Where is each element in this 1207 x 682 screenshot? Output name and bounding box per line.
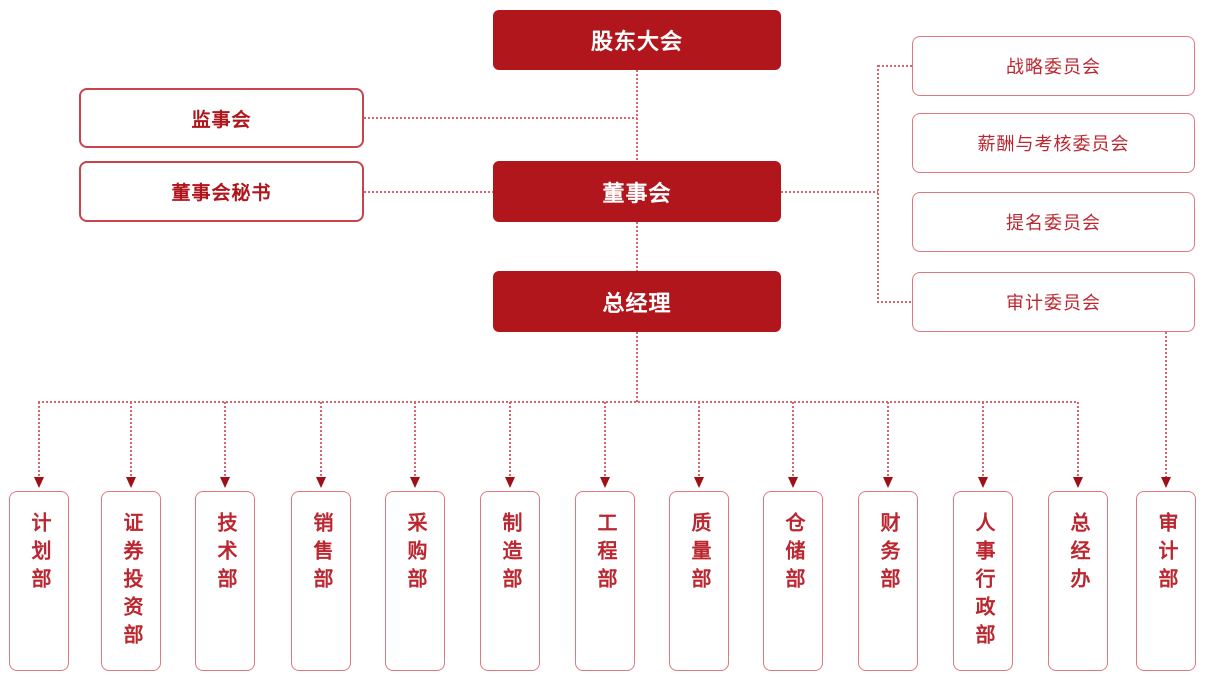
node-audit-committee: 审计委员会 (912, 272, 1195, 332)
connector-department-bus (38, 401, 1078, 403)
node-label: 质量部 (688, 512, 710, 596)
arrowhead (316, 477, 326, 488)
node-dept-quality: 质量部 (669, 491, 729, 671)
connector-drop-quality (698, 402, 700, 477)
node-dept-sales: 销售部 (291, 491, 351, 671)
node-dept-securities-investment: 证券投资部 (101, 491, 161, 671)
connector-drop-purchasing (414, 402, 416, 477)
arrowhead (220, 477, 230, 488)
arrowhead (126, 477, 136, 488)
arrowhead (600, 477, 610, 488)
node-board-of-directors: 董事会 (493, 161, 781, 222)
connector-audit-committee-to-audit-dept (1165, 332, 1167, 477)
node-dept-engineering: 工程部 (575, 491, 635, 671)
connector-drop-securities (130, 402, 132, 477)
node-label: 财务部 (877, 512, 899, 596)
connector-board-to-gm (636, 222, 638, 271)
node-strategy-committee: 战略委员会 (912, 36, 1195, 96)
connector-stub-audit-committee (877, 301, 912, 303)
node-dept-warehousing: 仓储部 (763, 491, 823, 671)
node-nomination-committee: 提名委员会 (912, 192, 1195, 252)
connector-committee-trunk (877, 65, 879, 302)
arrowhead (410, 477, 420, 488)
arrowhead (34, 477, 44, 488)
node-compensation-committee: 薪酬与考核委员会 (912, 113, 1195, 173)
node-label: 工程部 (594, 512, 616, 596)
arrowhead (883, 477, 893, 488)
node-label: 董事会 (602, 180, 672, 206)
node-dept-gm-office: 总经办 (1048, 491, 1108, 671)
node-dept-planning: 计划部 (9, 491, 69, 671)
node-label: 总经办 (1067, 512, 1089, 596)
node-label: 仓储部 (782, 512, 804, 596)
node-dept-manufacturing: 制造部 (480, 491, 540, 671)
connector-drop-technology (224, 402, 226, 477)
node-label: 审计部 (1155, 512, 1177, 596)
node-label: 证券投资部 (120, 512, 142, 652)
node-label: 审计委员会 (1006, 293, 1101, 313)
connector-supervisory-to-spine (364, 117, 637, 119)
node-label: 总经理 (602, 290, 672, 316)
node-label: 计划部 (28, 512, 50, 596)
node-dept-finance: 财务部 (858, 491, 918, 671)
connector-drop-manufacturing (509, 402, 511, 477)
node-board-secretary: 董事会秘书 (79, 161, 364, 222)
node-general-manager: 总经理 (493, 271, 781, 332)
arrowhead (694, 477, 704, 488)
arrowhead (978, 477, 988, 488)
node-label: 技术部 (214, 512, 236, 596)
arrowhead (505, 477, 515, 488)
connector-secretary-to-board (364, 191, 493, 193)
node-label: 战略委员会 (1006, 57, 1101, 77)
node-dept-purchasing: 采购部 (385, 491, 445, 671)
node-label: 人事行政部 (972, 512, 994, 652)
connector-drop-gm-office (1077, 402, 1079, 477)
node-label: 采购部 (404, 512, 426, 596)
node-label: 制造部 (499, 512, 521, 596)
node-shareholders-meeting: 股东大会 (493, 10, 781, 70)
connector-stub-strategy-committee (878, 65, 912, 67)
node-label: 薪酬与考核委员会 (977, 134, 1130, 154)
arrowhead (788, 477, 798, 488)
connector-shareholders-to-board (636, 70, 638, 161)
arrowhead (1073, 477, 1083, 488)
connector-drop-planning (38, 402, 40, 477)
connector-drop-sales (320, 402, 322, 477)
node-label: 销售部 (310, 512, 332, 596)
connector-drop-warehousing (792, 402, 794, 477)
node-dept-technology: 技术部 (195, 491, 255, 671)
arrowhead (1161, 477, 1171, 488)
connector-drop-engineering (604, 402, 606, 477)
connector-drop-hr-admin (982, 402, 984, 477)
node-label: 提名委员会 (1006, 213, 1101, 233)
connector-gm-to-bus (636, 332, 638, 402)
node-label: 监事会 (191, 109, 252, 131)
node-supervisory-board: 监事会 (79, 88, 364, 148)
connector-board-to-committees (781, 191, 878, 193)
node-label: 股东大会 (590, 29, 683, 54)
connector-drop-finance (887, 402, 889, 477)
node-dept-audit: 审计部 (1136, 491, 1196, 671)
node-dept-hr-admin: 人事行政部 (953, 491, 1013, 671)
node-label: 董事会秘书 (171, 183, 272, 204)
